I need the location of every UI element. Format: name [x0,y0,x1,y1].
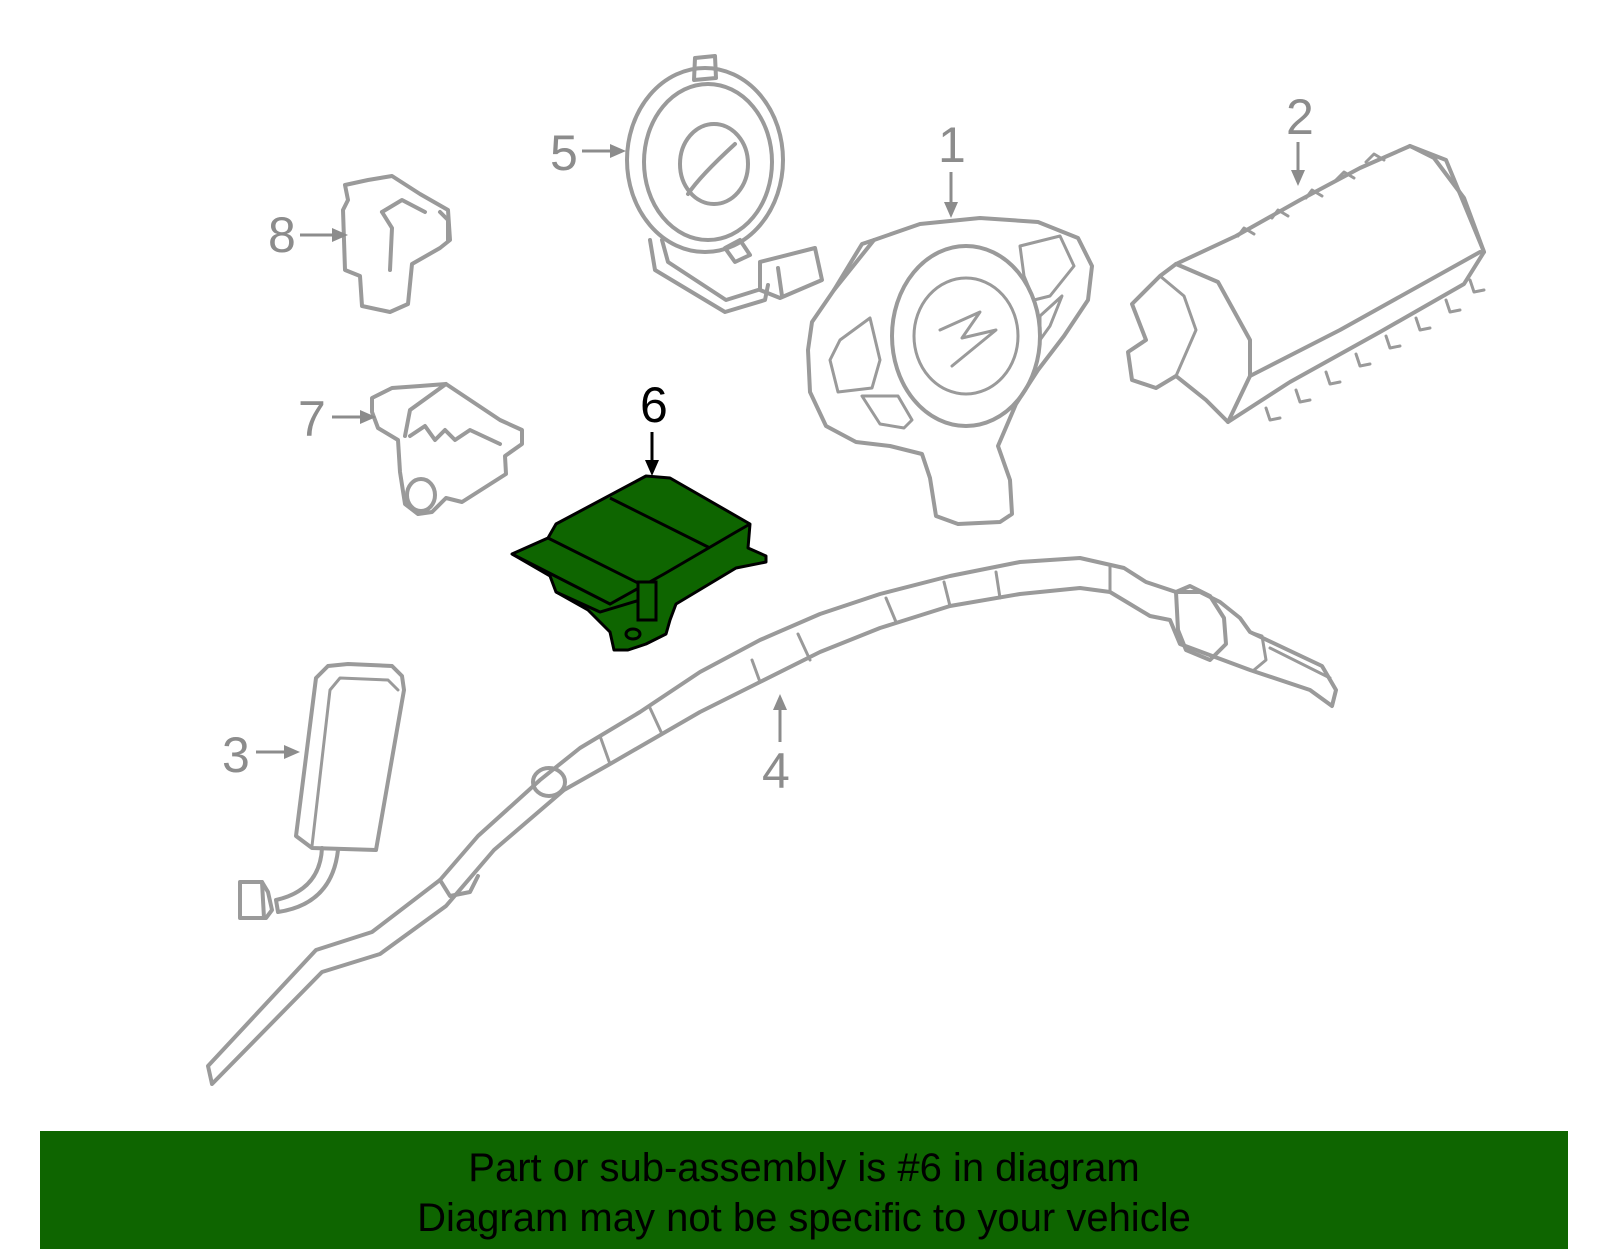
part-7-impact-sensor [370,382,524,516]
callout-8: 8 [268,207,348,263]
callout-1-label: 1 [938,117,966,173]
part-1-driver-airbag [806,216,1094,526]
callout-6: 6 [640,377,668,476]
part-3-side-airbag [238,662,406,920]
callout-4-label: 4 [762,743,790,799]
callout-7-label: 7 [298,391,326,447]
info-banner: Part or sub-assembly is #6 in diagram Di… [40,1131,1568,1249]
callout-3: 3 [222,727,300,783]
banner-line-1: Part or sub-assembly is #6 in diagram [468,1146,1140,1190]
callout-6-label: 6 [640,377,668,433]
part-6-control-module[interactable] [510,474,768,652]
callout-7: 7 [298,391,376,447]
part-4-curtain-airbag [206,556,1338,1086]
callout-5: 5 [550,125,626,181]
callout-2-label: 2 [1286,89,1314,145]
callout-5-label: 5 [550,125,578,181]
callout-8-label: 8 [268,207,296,263]
part-5-clock-spring [625,54,824,314]
callout-4: 4 [762,694,790,799]
callout-3-label: 3 [222,727,250,783]
callout-1: 1 [938,117,966,218]
banner-line-2: Diagram may not be specific to your vehi… [417,1196,1191,1240]
part-8-sensor [341,174,452,314]
callout-2: 2 [1286,89,1314,186]
part-2-passenger-airbag [1126,144,1486,424]
